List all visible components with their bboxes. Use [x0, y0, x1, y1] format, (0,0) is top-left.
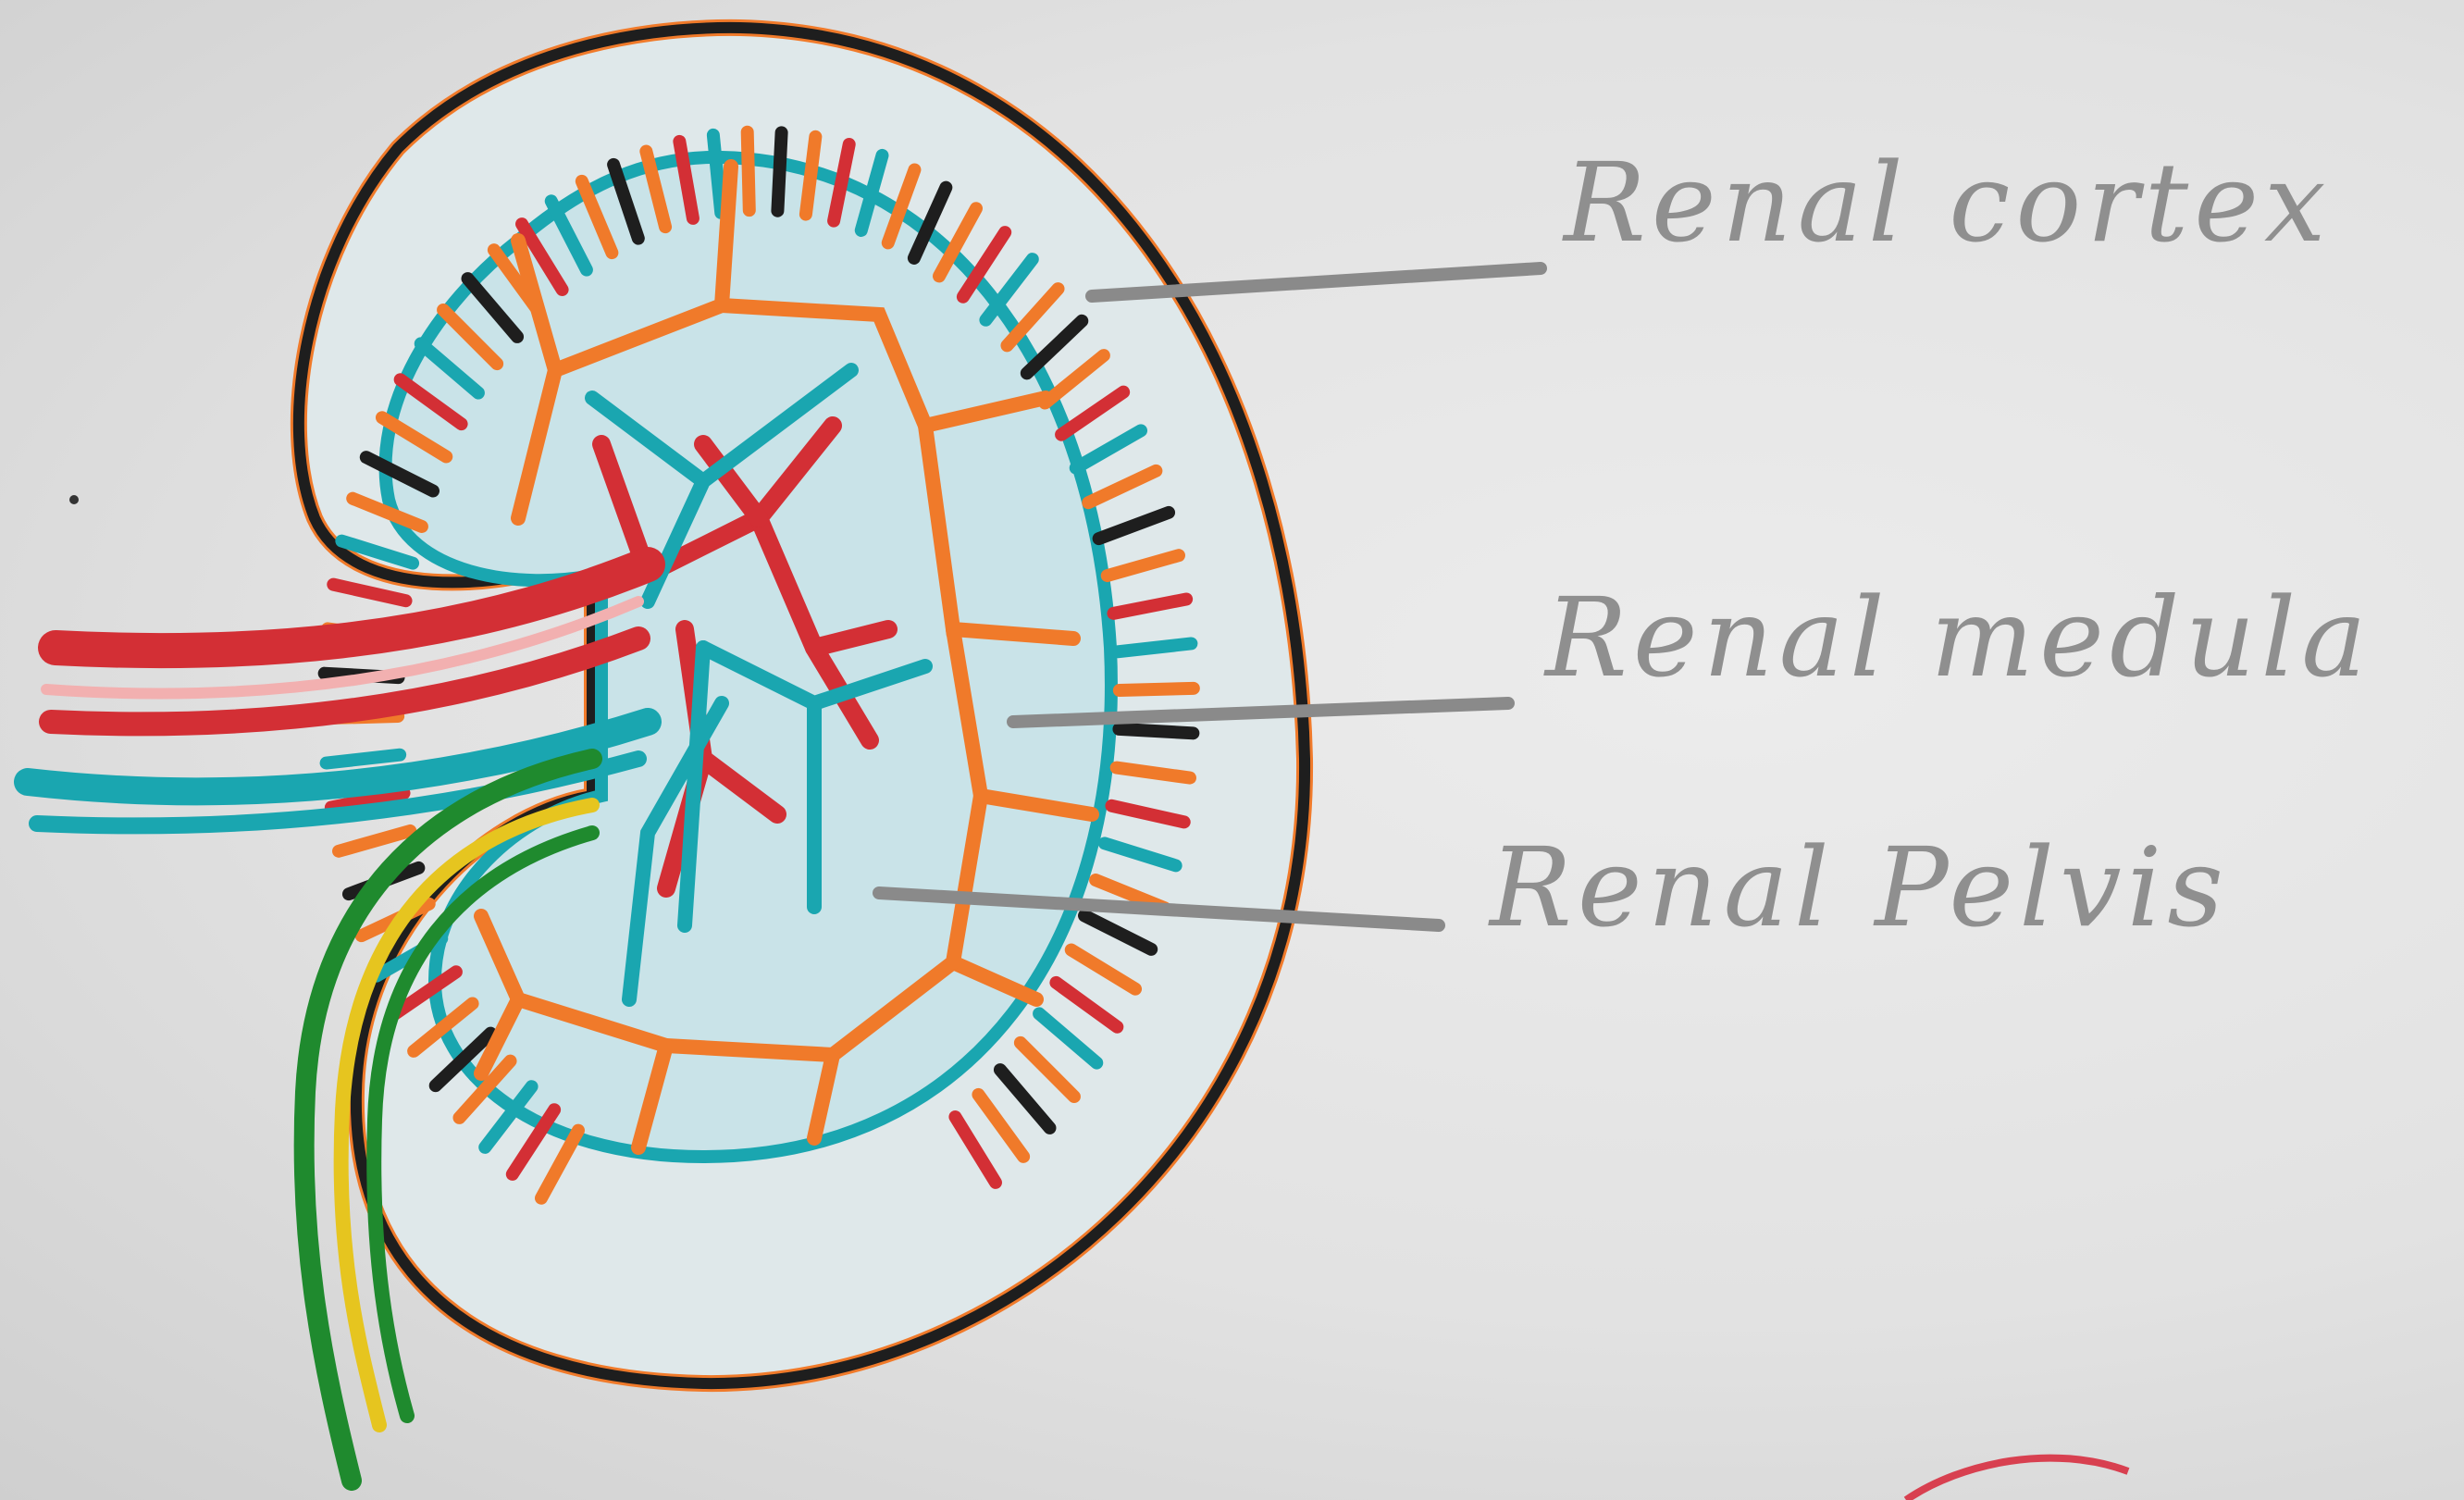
- label-renal-cortex: Renal cortex: [1564, 139, 2332, 267]
- cortex-stroke: [777, 132, 781, 210]
- red-pen-mark: [1906, 1458, 2128, 1500]
- hilum-vessels: [28, 564, 648, 825]
- cortex-stroke: [748, 132, 749, 210]
- cortex-stroke: [713, 135, 721, 213]
- label-renal-medulla: Renal medula: [1545, 574, 2372, 701]
- label-renal-pelvis: Renal Pelvis: [1490, 824, 2229, 951]
- cortex-stroke: [1119, 729, 1193, 733]
- cortex-stroke: [333, 585, 405, 601]
- cortex-stroke: [327, 755, 401, 763]
- cortex-stroke: [1120, 688, 1194, 690]
- ink-dot: [69, 495, 79, 504]
- cortex-stroke: [1118, 643, 1192, 651]
